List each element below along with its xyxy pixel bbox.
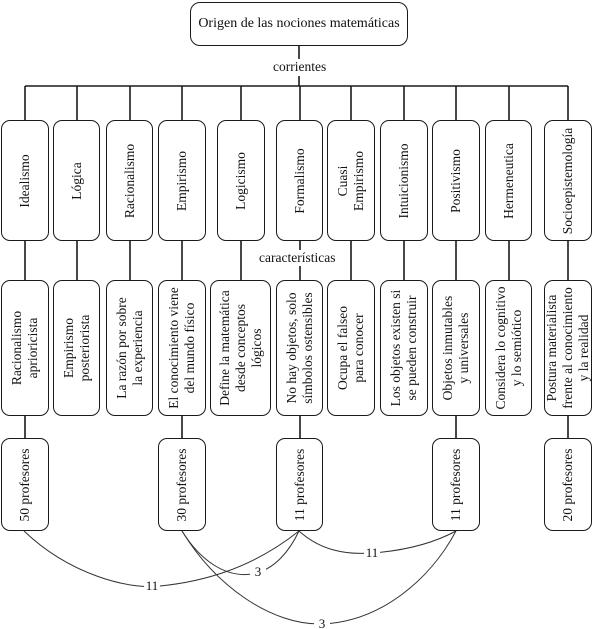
teachers-socioepistemologia-text: 20 profesores bbox=[560, 447, 575, 522]
overlap-label-0: 11 bbox=[146, 578, 159, 593]
root-title: Origen de las nociones matemáticas bbox=[198, 16, 400, 31]
teachers-socioepistemologia: 20 profesores bbox=[544, 438, 592, 531]
current-logica: Lógica bbox=[53, 120, 100, 241]
overlap-label-1: 3 bbox=[255, 564, 262, 579]
overlap-label-bg-1 bbox=[250, 564, 266, 578]
current-logica-text: Lógica bbox=[68, 161, 84, 200]
teachers-empirismo-text: 30 profesores bbox=[174, 447, 189, 522]
teachers-idealismo: 50 profesores bbox=[1, 438, 49, 531]
current-positivismo: Positivismo bbox=[432, 120, 480, 241]
currents-label: corrientes bbox=[271, 59, 329, 75]
current-intuicionismo-text: Intuicionismo bbox=[396, 143, 411, 218]
overlap-label-bg-3 bbox=[314, 616, 330, 629]
current-formalismo: Formalismo bbox=[276, 120, 323, 241]
root-node: Origen de las nociones matemáticas bbox=[190, 2, 408, 46]
current-empirismo: Empirismo bbox=[158, 120, 206, 241]
current-positivismo-text: Positivismo bbox=[448, 148, 463, 213]
current-intuicionismo: Intuicionismo bbox=[380, 120, 428, 241]
teachers-formalismo-text: 11 profesores bbox=[291, 448, 307, 521]
current-racionalismo: Racionalismo bbox=[106, 120, 153, 241]
current-formalismo-text: Formalismo bbox=[291, 147, 307, 214]
current-idealismo-text: Idealismo bbox=[17, 153, 32, 208]
current-racionalismo-text: Racionalismo bbox=[121, 143, 137, 218]
current-hermeneutica: Hermeneutica bbox=[485, 120, 532, 241]
characteristics-label: características bbox=[257, 250, 338, 266]
current-logicismo-text: Logicismo bbox=[233, 151, 248, 210]
teachers-idealismo-text: 50 profesores bbox=[17, 447, 32, 522]
overlap-label-3: 3 bbox=[319, 616, 326, 629]
teachers-positivismo: 11 profesores bbox=[432, 438, 480, 531]
current-empirismo-text: Empirismo bbox=[174, 150, 189, 211]
overlap-label-bg-0 bbox=[144, 578, 160, 592]
teachers-positivismo-text: 11 profesores bbox=[448, 448, 463, 521]
overlap-curve-1 bbox=[181, 530, 300, 576]
overlap-label-bg-2 bbox=[364, 545, 380, 559]
overlap-label-2: 11 bbox=[366, 545, 379, 560]
current-socioepistemologia: Socioepistemología bbox=[544, 120, 592, 241]
current-logicismo: Logicismo bbox=[217, 120, 265, 241]
current-idealismo: Idealismo bbox=[1, 120, 49, 241]
current-hermeneutica-text: Hermeneutica bbox=[500, 142, 516, 219]
teachers-formalismo: 11 profesores bbox=[276, 438, 323, 531]
teachers-empirismo: 30 profesores bbox=[158, 438, 206, 531]
current-socioepistemologia-text: Socioepistemología bbox=[560, 127, 575, 234]
